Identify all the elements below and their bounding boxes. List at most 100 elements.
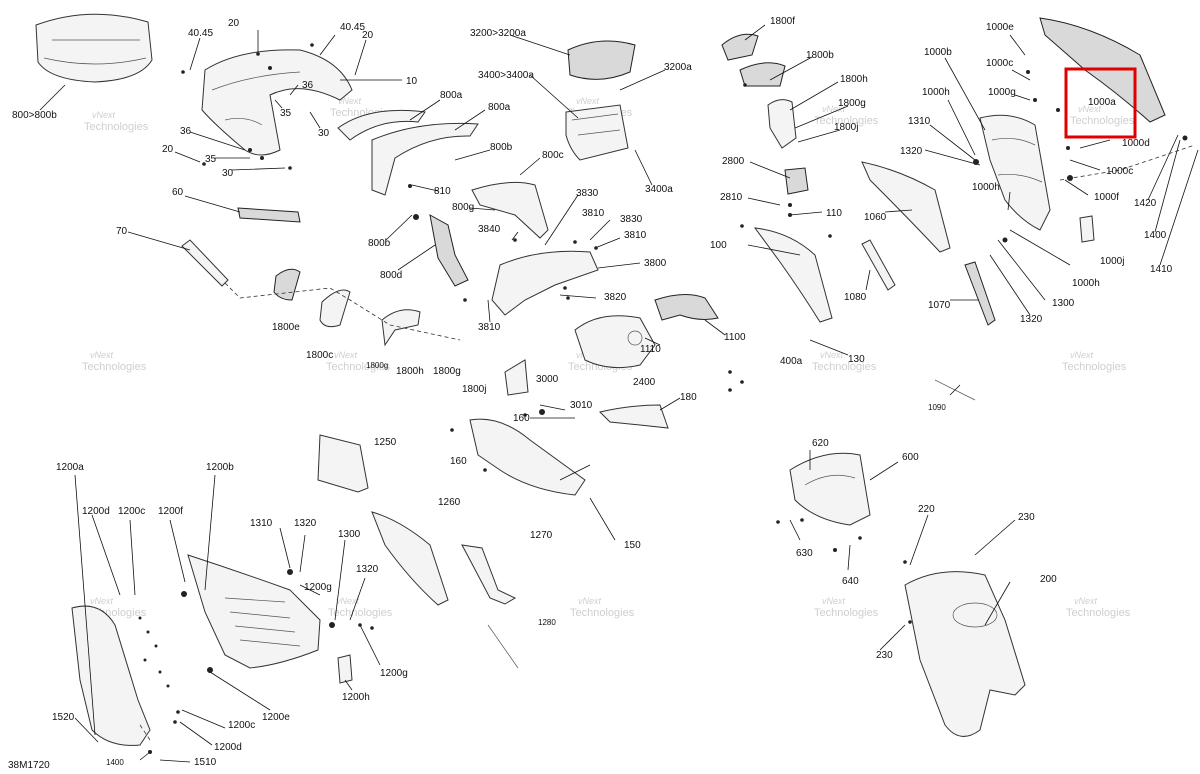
callout-label: 1000j <box>1100 256 1124 267</box>
svg-text:Technologies: Technologies <box>1070 115 1135 127</box>
clip <box>337 654 353 684</box>
air-duct <box>654 294 719 321</box>
callout-label: 3000 <box>536 374 559 385</box>
callout-label: 1200c <box>118 506 145 517</box>
callout-label: 1260 <box>438 497 461 508</box>
callout-label: 180 <box>680 392 697 403</box>
svg-text:vNext: vNext <box>820 350 844 360</box>
callout-label: 1320 <box>900 146 923 157</box>
leader-lines <box>39 24 1199 763</box>
side-panel <box>187 554 321 669</box>
svg-text:vNext: vNext <box>578 596 602 606</box>
callout-label: 1310 <box>908 116 931 127</box>
callout-label: 40.45 <box>188 28 213 39</box>
callout-label: 1060 <box>864 212 887 223</box>
svg-text:Technologies: Technologies <box>84 121 149 133</box>
callout-label: 1000c <box>1106 166 1133 177</box>
callout-label: 800g <box>452 202 474 213</box>
callout-label: 1420 <box>1134 198 1157 209</box>
module <box>784 167 809 195</box>
instrument-bezel <box>789 452 871 526</box>
front-cowl <box>201 49 353 156</box>
callout-label: 30 <box>222 168 234 179</box>
callout-label: 1800b <box>806 50 834 61</box>
callout-label: 70 <box>116 226 128 237</box>
callout-label: 800a <box>440 90 463 101</box>
callout-label: 1200b <box>206 462 234 473</box>
side-cowl <box>979 114 1051 231</box>
callout-label: 150 <box>624 540 641 551</box>
callout-label: 3820 <box>604 292 627 303</box>
callout-label: 10 <box>406 76 418 87</box>
callout-label: 1800g <box>838 98 866 109</box>
callout-label: 1280 <box>538 618 556 627</box>
svg-text:vNext: vNext <box>822 596 846 606</box>
callout-label: 3010 <box>570 400 593 411</box>
svg-text:vNext: vNext <box>1070 350 1094 360</box>
callout-label: 35 <box>205 154 217 165</box>
callout-label: 1200d <box>214 742 242 753</box>
callout-label: 200 <box>1040 574 1057 585</box>
svg-text:Technologies: Technologies <box>326 361 391 373</box>
svg-text:vNext: vNext <box>90 596 114 606</box>
callout-label: 20 <box>162 144 174 155</box>
callout-label: 2810 <box>720 192 743 203</box>
callout-label: 800b <box>368 238 391 249</box>
svg-text:Technologies: Technologies <box>812 361 877 373</box>
callout-label: 1110 <box>640 344 661 355</box>
callout-label: 3830 <box>620 214 643 225</box>
svg-text:vNext: vNext <box>334 350 358 360</box>
svg-text:Technologies: Technologies <box>1066 607 1131 619</box>
mirror-arm <box>381 309 421 347</box>
callout-label: 810 <box>434 186 451 197</box>
callout-label: 1200a <box>56 462 84 473</box>
callout-label: 1000c <box>986 58 1013 69</box>
callout-label: 620 <box>812 438 829 449</box>
callout-label: 1400 <box>106 758 124 767</box>
clip <box>1079 215 1095 243</box>
callout-label: 20 <box>228 18 240 29</box>
headlight <box>574 315 656 369</box>
callout-label: 1200e <box>262 712 290 723</box>
trim-strip <box>181 239 229 287</box>
windshield <box>35 13 153 83</box>
callout-label: 800>800b <box>12 110 57 121</box>
highlight-box <box>1064 67 1137 139</box>
callout-label: 3810 <box>582 208 605 219</box>
callout-label: 1800c <box>306 350 333 361</box>
fasteners <box>138 43 1188 754</box>
callout-label: 1200c <box>228 720 255 731</box>
callout-label: 1000h <box>972 182 1000 193</box>
callout-label: 1000b <box>924 47 952 58</box>
callout-label: 1000g <box>988 87 1016 98</box>
callout-label: 1520 <box>52 712 75 723</box>
callout-label: 1070 <box>928 300 951 311</box>
callout-label: 1800h <box>840 74 868 85</box>
callout-label: 640 <box>842 576 859 587</box>
callout-label: 1320 <box>294 518 317 529</box>
callout-label: 36 <box>180 126 192 137</box>
vent-panel <box>337 109 426 141</box>
callout-label: 160 <box>450 456 467 467</box>
side-panel <box>753 227 833 323</box>
callout-label: 1320 <box>356 564 379 575</box>
callout-label: 36 <box>302 80 314 91</box>
callout-label: 1270 <box>530 530 553 541</box>
callout-label: 230 <box>1018 512 1035 523</box>
callout-label: 3200>3200a <box>470 28 526 39</box>
callout-label: 1400 <box>1144 230 1167 241</box>
callout-label: 3400>3400a <box>478 70 534 81</box>
callout-label: 1200d <box>82 506 110 517</box>
callout-label: 3810 <box>624 230 647 241</box>
callout-label: 60 <box>172 187 184 198</box>
callout-label: 110 <box>826 208 842 219</box>
callout-label: 1800g <box>433 366 461 377</box>
callout-label: 130 <box>848 354 865 365</box>
callout-label: 20 <box>362 30 374 41</box>
callout-label: 2400 <box>633 377 656 388</box>
mirror-housing <box>721 33 759 61</box>
